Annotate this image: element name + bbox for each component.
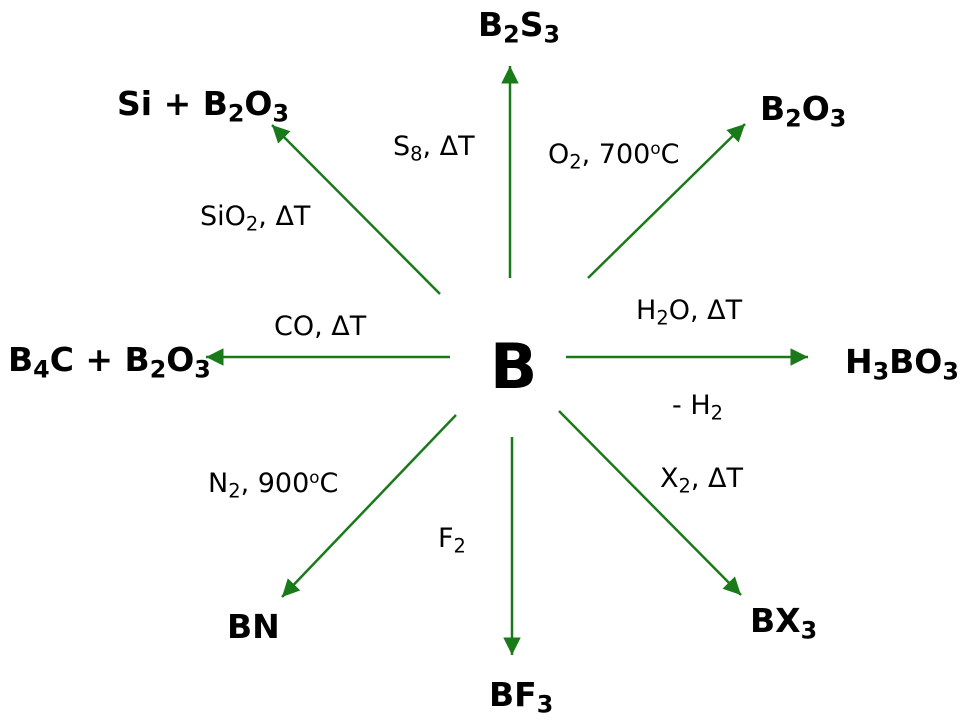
byproduct-right: - H2 [672,390,724,425]
conditions-right: H2O, ΔT [636,295,743,330]
conditions-up: S8, ΔT [393,131,475,166]
conditions-down: F2 [438,523,466,558]
arrow-downleft [281,414,457,598]
arrow-downright [558,410,742,596]
conditions-upleft: SiO2, ΔT [200,201,311,236]
product-downleft: BN [227,607,280,646]
product-upleft: Si + B2O3 [117,84,289,128]
product-right: H3BO3 [845,342,959,386]
arrow-upright [587,123,746,279]
product-down: BF3 [489,675,554,719]
conditions-left: CO, ΔT [274,311,367,342]
product-up: B2S3 [478,5,560,49]
arrow-upleft [271,124,441,295]
product-left: B4C + B2O3 [8,340,211,384]
conditions-downleft: N2, 900oC [208,466,339,503]
conditions-downright: X2, ΔT [660,463,744,498]
product-downright: BX3 [750,601,818,645]
center-boron-label: B [490,330,538,403]
conditions-upright: O2, 700oC [548,137,680,174]
product-upright: B2O3 [760,89,847,133]
